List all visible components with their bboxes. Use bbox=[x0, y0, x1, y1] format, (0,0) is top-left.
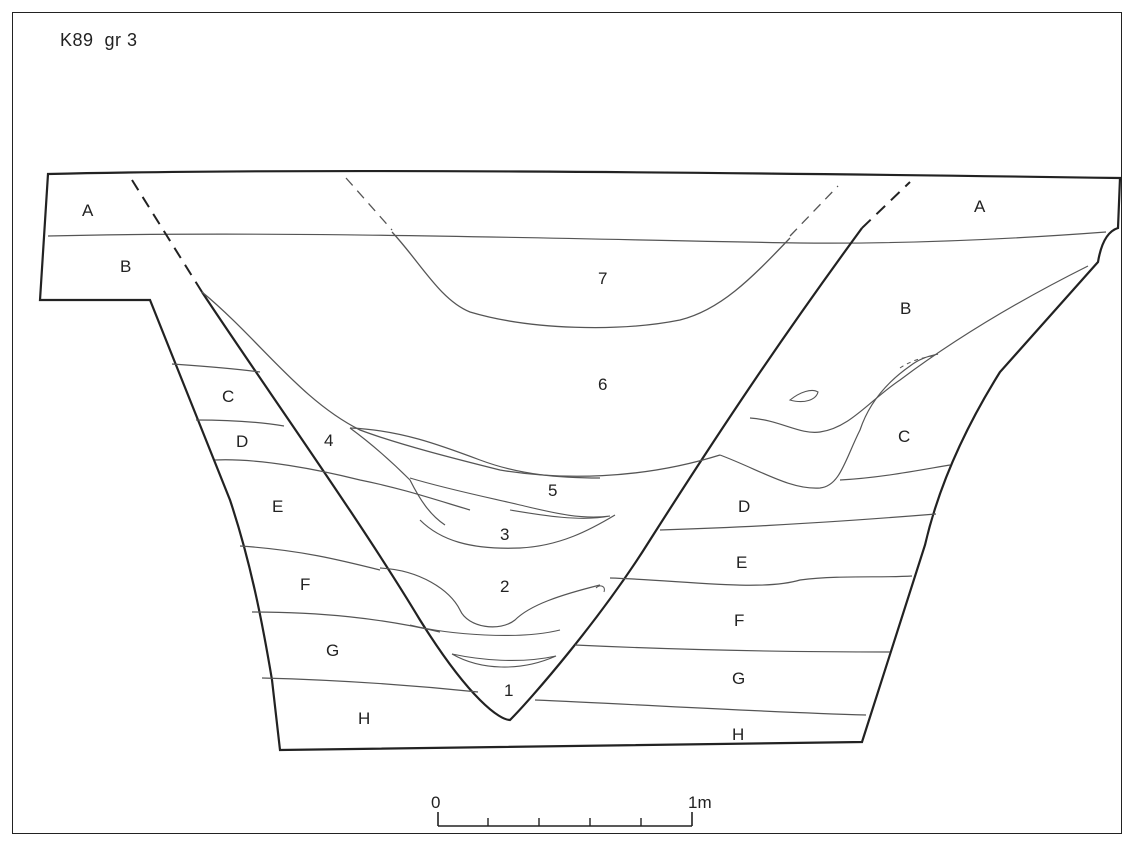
cut-dash-right bbox=[861, 181, 911, 229]
boundary-left-e-f bbox=[239, 545, 381, 571]
trench-outline bbox=[38, 169, 1122, 752]
label-right-b: B bbox=[900, 299, 911, 318]
scale-end-label: 1m bbox=[688, 793, 712, 812]
label-left-a: A bbox=[82, 201, 94, 220]
label-right-e: E bbox=[736, 553, 747, 572]
boundary-right-b-c bbox=[749, 265, 1089, 433]
inner-dash-right bbox=[789, 185, 839, 237]
label-left-h: H bbox=[358, 709, 370, 728]
fill-4-boundary bbox=[349, 427, 446, 526]
label-fill-3: 3 bbox=[500, 525, 509, 544]
label-right-a: A bbox=[974, 197, 986, 216]
boundary-right-g-h bbox=[534, 699, 867, 716]
stone-inclusion bbox=[788, 389, 819, 403]
fill-3-boundary bbox=[419, 514, 616, 549]
boundary-left-d-e bbox=[214, 459, 471, 511]
boundary-left-c-d bbox=[195, 419, 285, 427]
label-right-g: G bbox=[732, 669, 745, 688]
label-left-c: C bbox=[222, 387, 234, 406]
boundary-a-b bbox=[47, 231, 1107, 244]
inclusion-mark bbox=[595, 585, 605, 593]
fill-6-boundary bbox=[201, 291, 721, 477]
scale-start-label: 0 bbox=[431, 793, 440, 812]
drawing-frame bbox=[12, 12, 1122, 834]
label-fill-2: 2 bbox=[500, 577, 509, 596]
label-right-h: H bbox=[732, 725, 744, 744]
boundary-left-b-c bbox=[171, 363, 261, 373]
boundary-right-e-f bbox=[609, 575, 913, 586]
label-fill-6: 6 bbox=[598, 375, 607, 394]
label-left-e: E bbox=[272, 497, 283, 516]
fill-5-boundary bbox=[349, 427, 601, 479]
label-fill-1: 1 bbox=[504, 681, 513, 700]
cut-dash-left bbox=[131, 179, 203, 293]
label-left-g: G bbox=[326, 641, 339, 660]
label-fill-5: 5 bbox=[548, 481, 557, 500]
label-right-f: F bbox=[734, 611, 744, 630]
label-left-b: B bbox=[120, 257, 131, 276]
label-left-f: F bbox=[300, 575, 310, 594]
inner-dash-left bbox=[345, 177, 393, 231]
scale-bar: 0 1m bbox=[431, 793, 712, 827]
label-right-d: D bbox=[738, 497, 750, 516]
section-title: K89 gr 3 bbox=[60, 30, 138, 50]
fill-2-boundary bbox=[379, 567, 601, 628]
pit-cut bbox=[201, 227, 863, 722]
label-fill-7: 7 bbox=[598, 269, 607, 288]
boundary-right-f-g bbox=[574, 644, 891, 653]
label-left-d: D bbox=[236, 432, 248, 451]
boundary-left-g-h bbox=[261, 677, 479, 693]
inclusion-streak bbox=[899, 355, 933, 369]
fill-5-lens bbox=[409, 477, 611, 519]
boundary-right-d-e bbox=[659, 513, 937, 531]
label-fill-4: 4 bbox=[324, 431, 333, 450]
label-right-c: C bbox=[898, 427, 910, 446]
boundary-left-f-g bbox=[251, 611, 441, 633]
boundary-right-c-d bbox=[719, 353, 939, 489]
boundary-right-d-top bbox=[839, 464, 951, 481]
fill-1-lens bbox=[451, 653, 557, 668]
fill-7-boundary bbox=[391, 231, 791, 329]
